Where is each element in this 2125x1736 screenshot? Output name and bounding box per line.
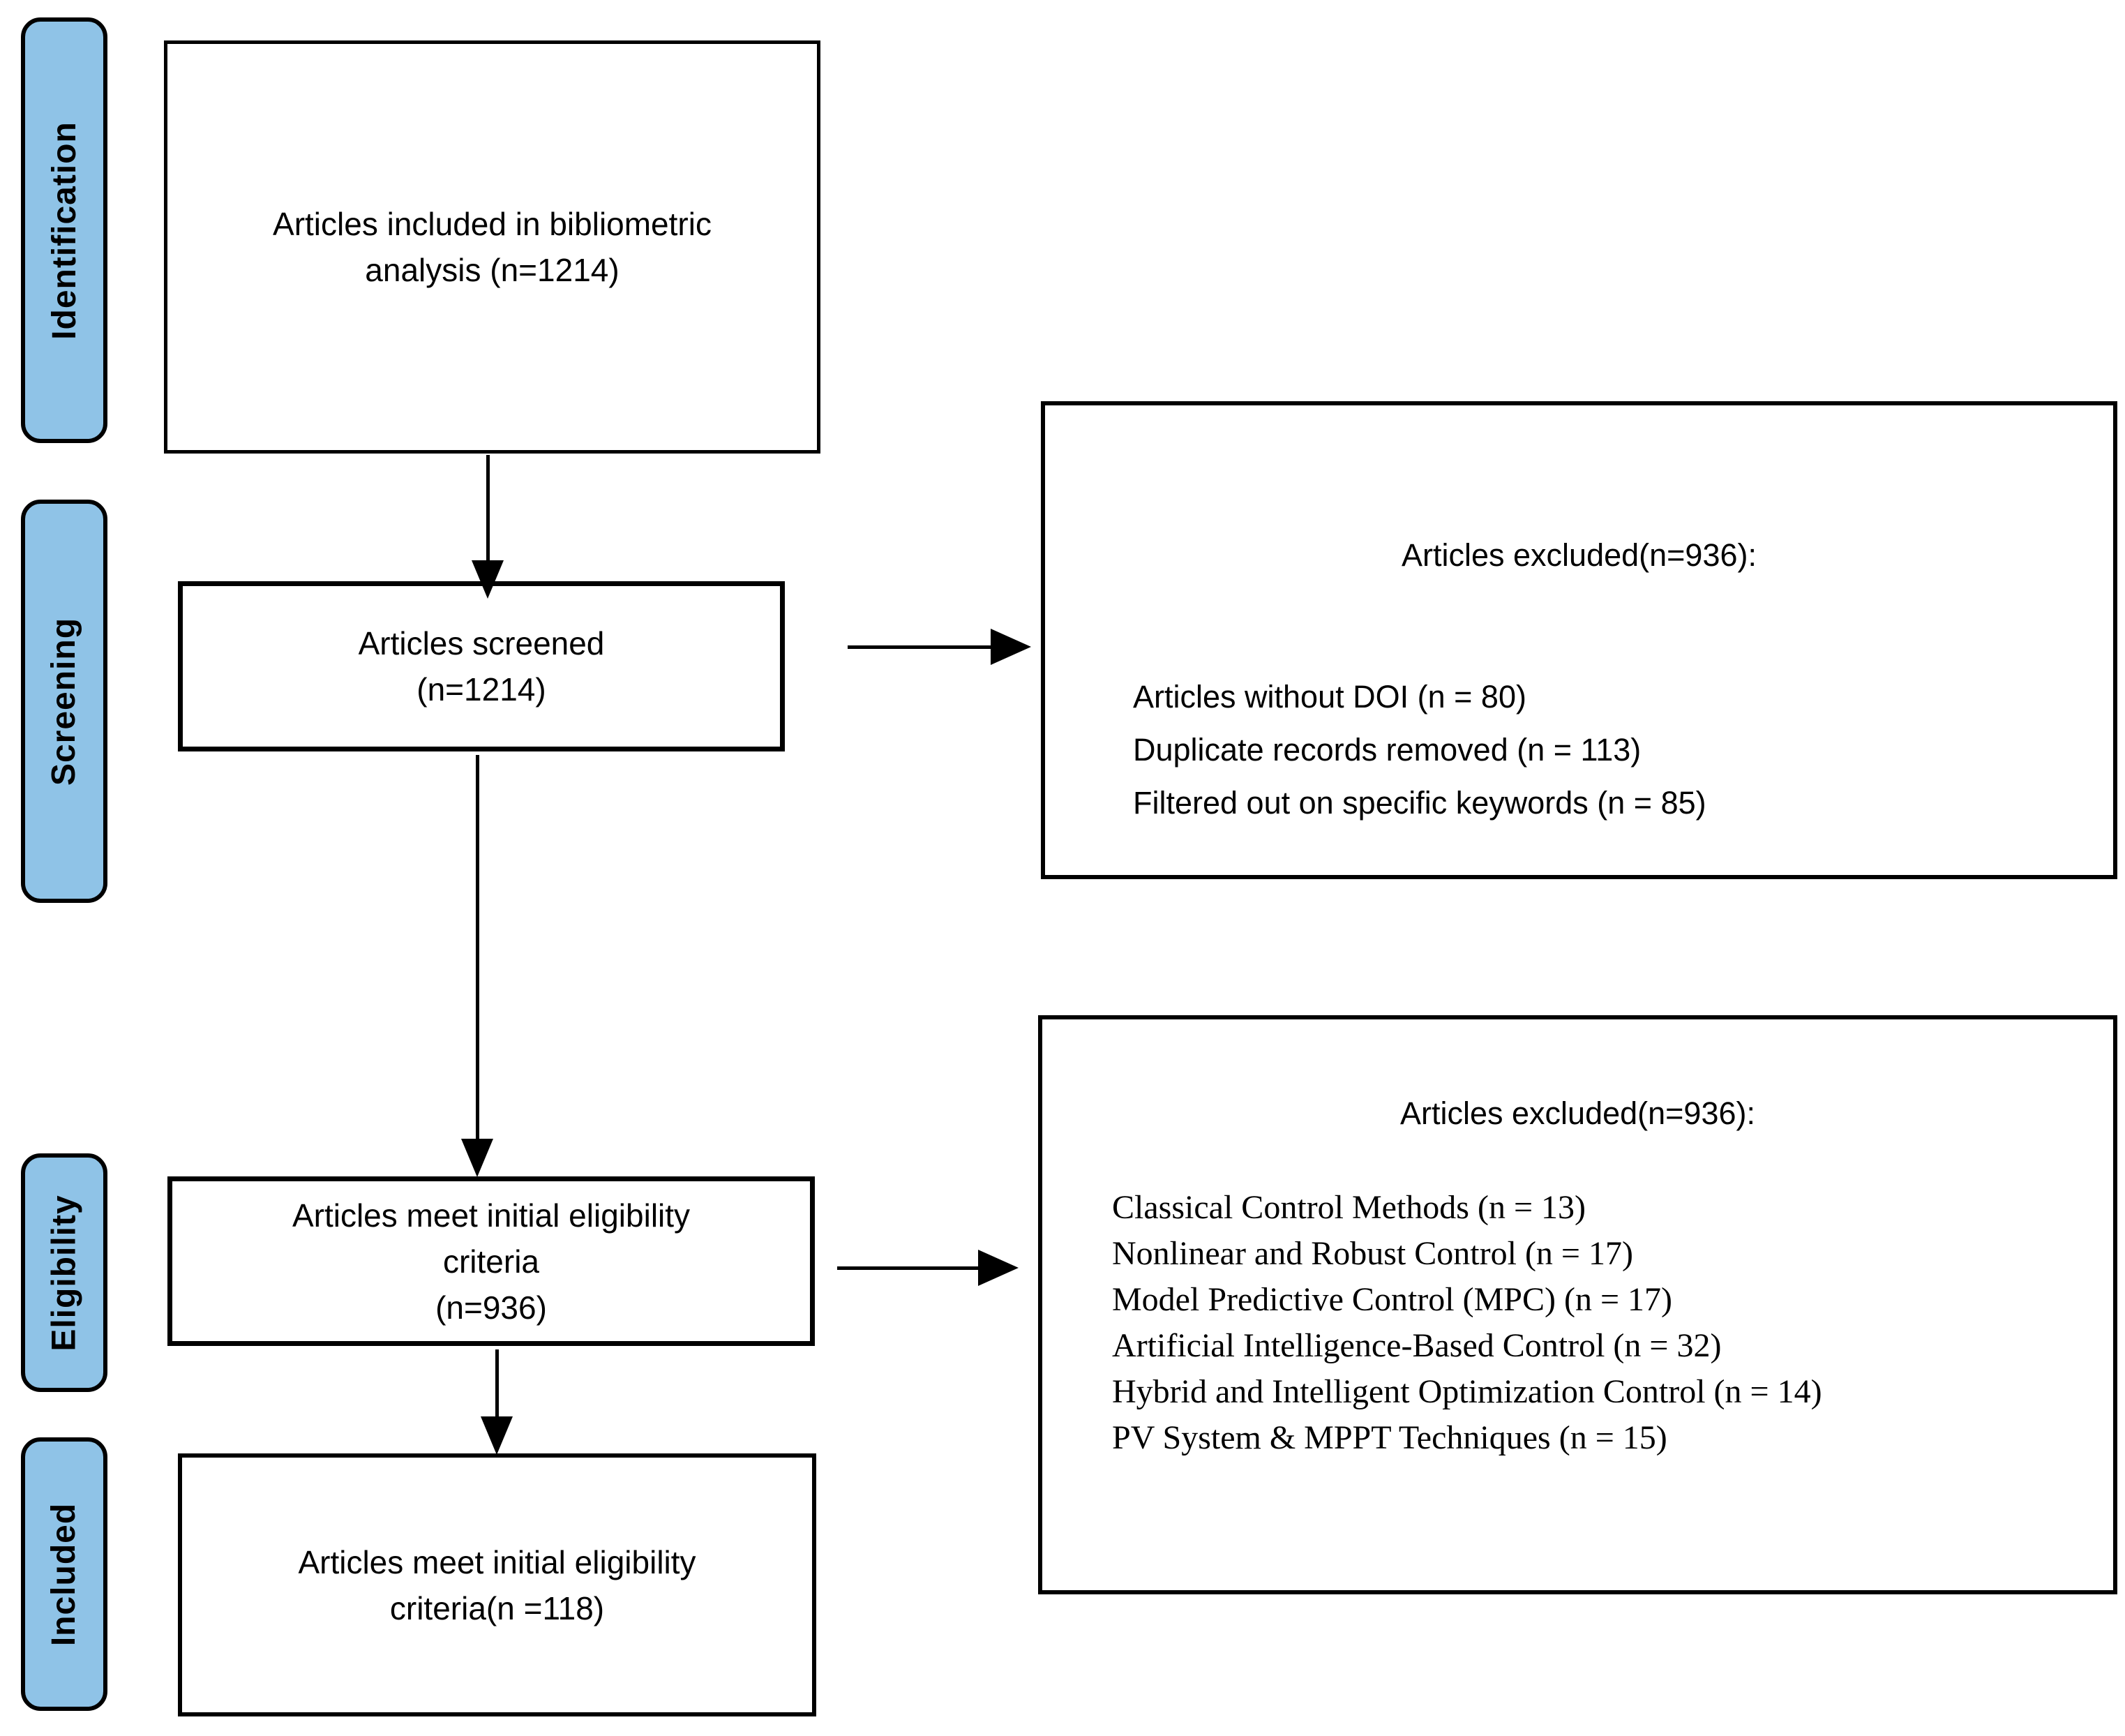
exclusion-box-title: Articles excluded(n=936):: [1401, 537, 1757, 573]
flow-box-label: Articles included in bibliometric analys…: [273, 206, 712, 288]
exclusion-item: Hybrid and Intelligent Optimization Cont…: [1112, 1373, 1822, 1410]
flow-box-label: Articles meet initial eligibility criter…: [298, 1543, 696, 1626]
stage-label-screening: Screening: [45, 617, 83, 786]
exclusion-item: Classical Control Methods (n = 13): [1112, 1189, 1586, 1226]
exclusion-item: Model Predictive Control (MPC) (n = 17): [1112, 1281, 1672, 1318]
flow-box-articles-included-bibliometric: Articles included in bibliometric analys…: [164, 40, 820, 454]
exclusion-list: Classical Control Methods (n = 13) Nonli…: [1042, 1185, 2113, 1461]
exclusion-item: Duplicate records removed (n = 113): [1133, 732, 1642, 768]
arrow-box2-to-exclusion1-head-icon: [991, 629, 1031, 665]
exclusion-item: Filtered out on specific keywords (n = 8…: [1133, 785, 1706, 821]
arrow-box3-to-box4-line: [495, 1349, 499, 1418]
exclusion-list: Articles without DOI (n = 80) Duplicate …: [1045, 671, 2113, 830]
flow-box-articles-included-final: Articles meet initial eligibility criter…: [178, 1453, 816, 1716]
flow-box-articles-screened: Articles screened (n=1214): [178, 581, 785, 751]
flow-box-articles-meet-eligibility: Articles meet initial eligibility criter…: [167, 1176, 815, 1346]
exclusion-item: Artificial Intelligence-Based Control (n…: [1112, 1327, 1722, 1364]
stage-pill-identification: Identification: [21, 17, 107, 443]
stage-pill-screening: Screening: [21, 500, 107, 903]
stage-label-included: Included: [45, 1502, 83, 1646]
exclusion-box-screening: Articles excluded(n=936): Articles witho…: [1041, 401, 2117, 879]
arrow-box3-to-box4-head-icon: [481, 1416, 513, 1455]
arrow-box3-to-exclusion2-line: [837, 1266, 979, 1270]
flow-box-label: Articles screened (n=1214): [358, 625, 605, 708]
stage-label-identification: Identification: [45, 121, 83, 340]
stage-label-eligibility: Eligibility: [45, 1194, 83, 1352]
arrow-box1-to-box2-line: [486, 455, 490, 561]
arrow-box2-to-box3-line: [476, 755, 479, 1140]
flow-box-label: Articles meet initial eligibility criter…: [292, 1197, 691, 1326]
arrow-box2-to-exclusion1-line: [848, 645, 992, 649]
stage-pill-eligibility: Eligibility: [21, 1153, 107, 1392]
exclusion-box-title: Articles excluded(n=936):: [1399, 1095, 1756, 1131]
arrow-box2-to-box3-head-icon: [461, 1139, 493, 1177]
arrow-box3-to-exclusion2-head-icon: [978, 1250, 1019, 1286]
exclusion-item: PV System & MPPT Techniques (n = 15): [1112, 1419, 1667, 1456]
exclusion-item: Nonlinear and Robust Control (n = 17): [1112, 1235, 1633, 1272]
arrow-box1-to-box2-head-icon: [472, 560, 504, 599]
exclusion-box-eligibility: Articles excluded(n=936): Classical Cont…: [1038, 1015, 2117, 1594]
stage-pill-included: Included: [21, 1437, 107, 1711]
exclusion-item: Articles without DOI (n = 80): [1133, 679, 1526, 714]
